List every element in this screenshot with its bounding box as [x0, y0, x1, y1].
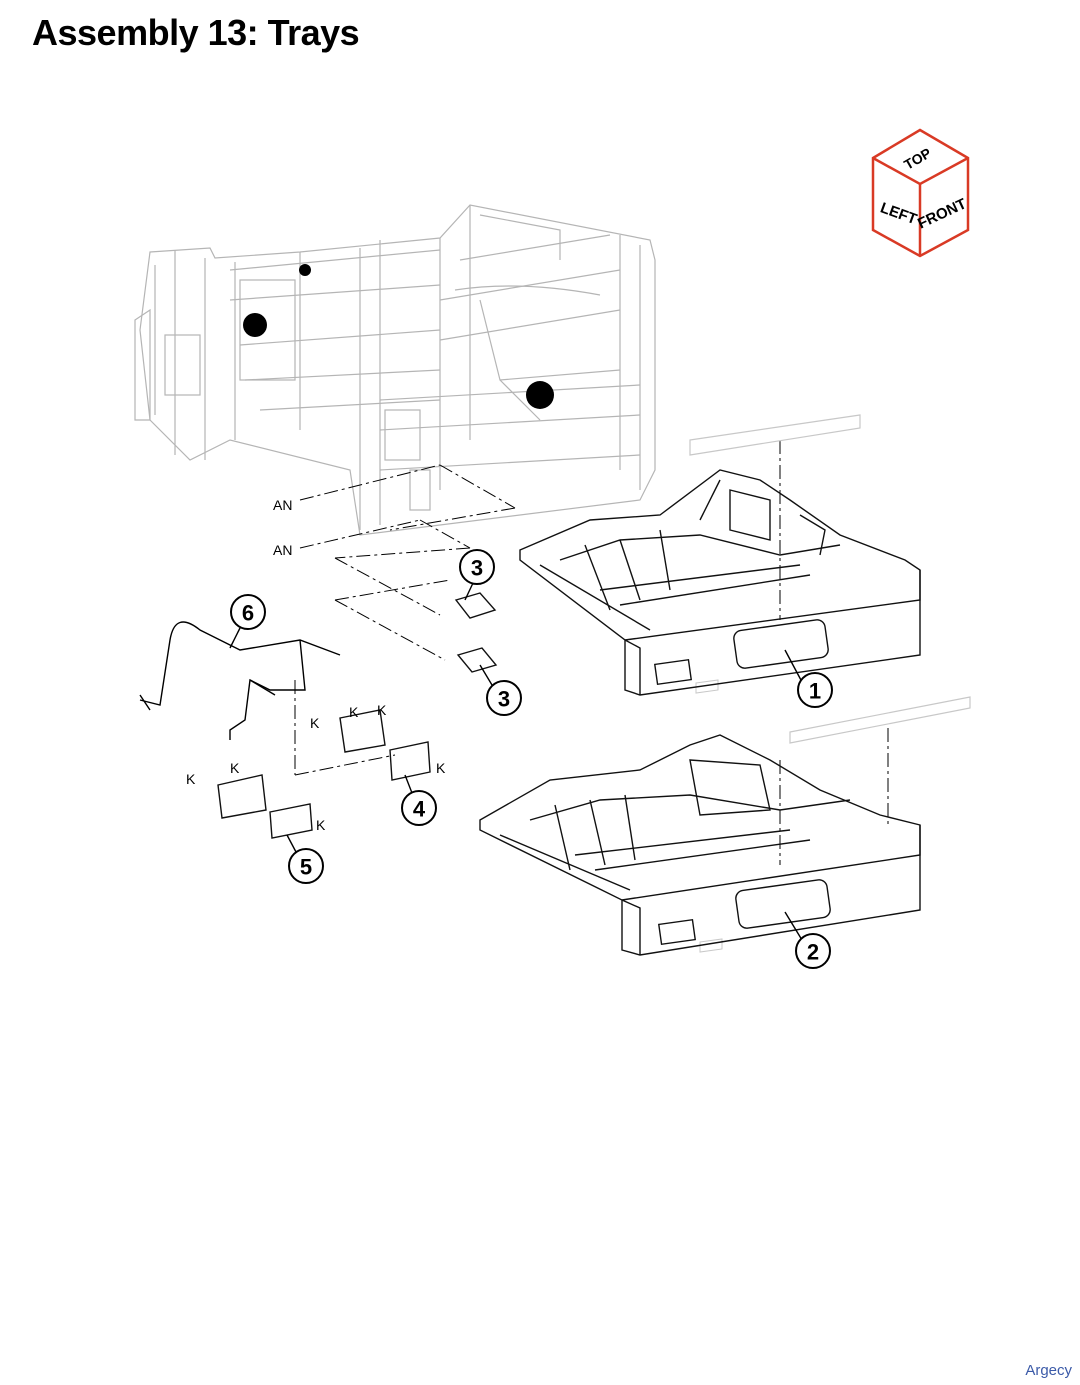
label-k-4: K: [230, 760, 240, 776]
svg-text:3: 3: [471, 556, 483, 581]
label-k-6: K: [316, 817, 326, 833]
callout-3a: 3: [459, 549, 495, 585]
label-an-2: AN: [273, 542, 292, 558]
leader-lines: [229, 582, 803, 941]
label-strips: [689, 414, 971, 953]
reference-lines: [294, 440, 889, 865]
label-k-7: K: [377, 702, 387, 718]
label-k-5: K: [186, 771, 196, 787]
tray-2: [479, 734, 921, 956]
tray-1: [519, 469, 921, 696]
label-k-3: K: [436, 760, 446, 776]
printer-frame: [134, 204, 656, 536]
callout-3b: 3: [486, 680, 522, 716]
svg-text:5: 5: [300, 855, 312, 880]
svg-text:2: 2: [807, 940, 819, 965]
callout-4: 4: [401, 790, 437, 826]
wire-harness: [139, 621, 341, 740]
orientation-cube: TOP LEFT FRONT: [871, 128, 970, 258]
svg-text:6: 6: [242, 601, 254, 626]
svg-text:3: 3: [498, 687, 510, 712]
page-title: Assembly 13: Trays: [32, 12, 360, 53]
watermark: Argecy: [1025, 1362, 1072, 1379]
callout-5: 5: [288, 848, 324, 884]
callout-6: 6: [230, 594, 266, 630]
callout-2: 2: [795, 933, 831, 969]
callout-1: 1: [797, 672, 833, 708]
label-an-1: AN: [273, 497, 292, 513]
label-k-1: K: [349, 704, 359, 720]
svg-text:4: 4: [413, 797, 426, 822]
svg-text:1: 1: [809, 679, 821, 704]
bracket-parts: [217, 592, 498, 839]
label-k-2: K: [310, 715, 320, 731]
